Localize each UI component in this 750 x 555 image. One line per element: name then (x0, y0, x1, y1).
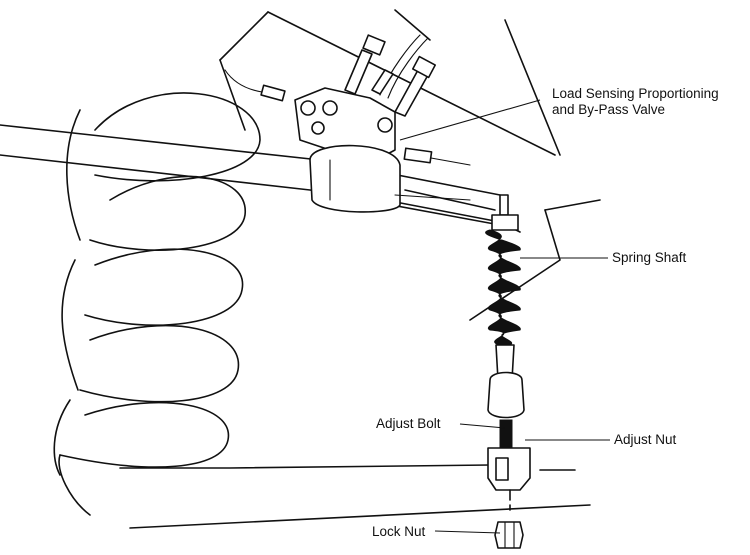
label-valve-line2: and By-Pass Valve (552, 102, 665, 117)
proportioning-valve (224, 34, 471, 213)
body-panel-lines (119, 9, 601, 529)
coil-spring (53, 92, 261, 516)
label-valve-line1: Load Sensing Proportioning (552, 86, 719, 101)
label-adjust-bolt: Adjust Bolt (376, 416, 441, 431)
lock-nut (494, 521, 524, 549)
label-adjust-nut: Adjust Nut (614, 432, 677, 447)
leader-lines (399, 99, 610, 534)
label-lock-nut: Lock Nut (372, 524, 426, 539)
label-spring-shaft: Spring Shaft (612, 250, 687, 265)
spring-shaft-assembly (485, 194, 525, 449)
adjust-nut-bracket (487, 447, 531, 513)
mounting-bolts (344, 34, 437, 117)
